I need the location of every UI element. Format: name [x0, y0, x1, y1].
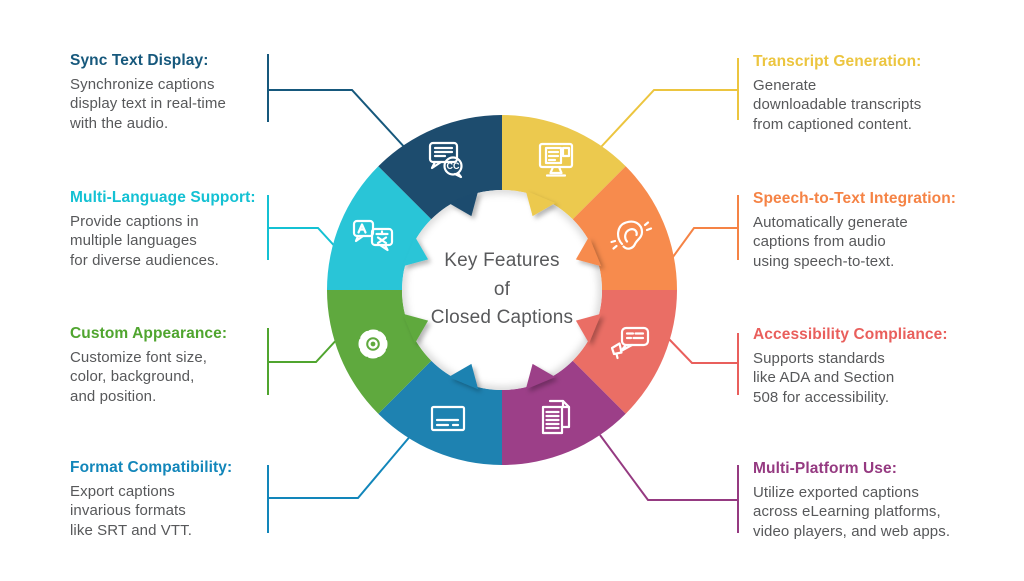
connector-custom-appearance	[267, 328, 341, 395]
feature-heading: Custom Appearance:	[70, 325, 228, 342]
feature-body: Utilize exported captions across eLearni…	[753, 483, 951, 540]
feature-accessibility-compliance: Accessibility Compliance: Supports stand…	[753, 326, 988, 407]
feature-sync-text-display: Sync Text Display: Synchronize captions …	[70, 52, 275, 133]
feature-heading: Sync Text Display:	[70, 52, 209, 69]
caption-box-icon	[430, 405, 466, 432]
feature-transcript-generation: Transcript Generation: Generate download…	[753, 53, 988, 134]
segment-speech-to-text	[572, 166, 677, 290]
donut-center-title: Key Features of Closed Captions	[430, 250, 574, 328]
segment-format-compatibility	[378, 360, 502, 465]
tab-multi-platform	[525, 363, 556, 390]
connector-sync-text	[267, 54, 408, 151]
connector-multi-language	[267, 195, 341, 260]
feature-heading: Multi-Language Support:	[70, 189, 256, 206]
feature-custom-appearance: Custom Appearance: Customize font size, …	[70, 325, 275, 406]
gear-icon	[358, 329, 388, 359]
connector-transcript-generation	[600, 58, 739, 148]
feature-multi-language-support: Multi-Language Support: Provide captions…	[70, 189, 275, 270]
ear-icon	[610, 220, 653, 250]
tab-transcript	[525, 190, 556, 217]
donut-center-circle	[402, 190, 602, 390]
segment-accessibility	[572, 290, 677, 414]
feature-multi-platform-use: Multi-Platform Use: Utilize exported cap…	[753, 460, 988, 541]
feature-body: Automatically generate captions from aud…	[753, 213, 908, 270]
connector-accessibility	[667, 333, 739, 395]
tab-accessibility	[575, 313, 602, 344]
segment-sync-text	[378, 115, 502, 220]
tab-format	[448, 363, 479, 390]
segment-tabs	[402, 190, 602, 390]
feature-body: Supports standards like ADA and Section …	[753, 349, 895, 406]
tab-custom	[402, 313, 429, 344]
segment-multi-platform	[502, 360, 626, 465]
connector-speech-to-text	[669, 195, 739, 262]
feature-heading: Accessibility Compliance:	[753, 326, 948, 343]
feature-heading: Multi-Platform Use:	[753, 460, 897, 477]
documents-icon	[541, 399, 571, 435]
feature-speech-to-text-integration: Speech-to-Text Integration: Automaticall…	[753, 190, 988, 271]
connector-multi-platform	[599, 434, 739, 533]
feature-body: Provide captions in multiple languages f…	[70, 212, 219, 269]
feature-heading: Transcript Generation:	[753, 53, 922, 70]
feature-body: Export captions invarious formats like S…	[70, 482, 193, 539]
svg-text:CC: CC	[447, 161, 460, 171]
tab-speech	[575, 236, 602, 267]
translate-bubbles-icon	[352, 219, 394, 252]
tab-multi-language	[402, 236, 429, 267]
monitor-transcript-icon	[538, 142, 574, 177]
feature-format-compatibility: Format Compatibility: Export captions in…	[70, 459, 275, 540]
connector-lines	[267, 54, 739, 533]
cc-chat-icon: CC	[428, 141, 463, 179]
tab-sync	[448, 190, 479, 217]
connector-format-compatibility	[267, 433, 413, 533]
feature-heading: Speech-to-Text Integration:	[753, 190, 957, 207]
caption-megaphone-icon	[610, 326, 650, 360]
feature-body: Generate downloadable transcripts from c…	[753, 76, 922, 133]
feature-body: Synchronize captions display text in rea…	[70, 75, 226, 132]
feature-body: Customize font size, color, background, …	[70, 348, 208, 405]
feature-heading: Format Compatibility:	[70, 459, 233, 476]
